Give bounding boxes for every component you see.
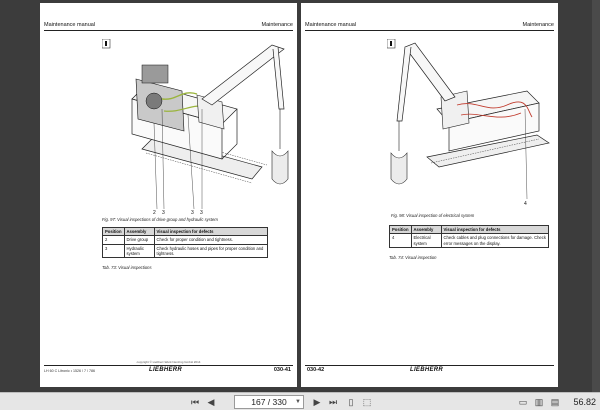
- table-cell: 4: [389, 233, 412, 248]
- page-number: 030-41: [273, 367, 291, 373]
- footer-copyright: copyright © Liebherr-Werk Nenzing GmbH 2…: [136, 360, 201, 364]
- chevron-down-icon: ▼: [295, 399, 301, 405]
- vertical-scrollbar[interactable]: [592, 0, 600, 392]
- viewer-toolbar: ⏮ ◀ 167 / 330 ▼ ▶ ⏭ ▯ ⬚ ▭ ▥ ▤ 56.82: [0, 392, 600, 410]
- table-cell: Check for proper condition and tightness…: [153, 235, 269, 245]
- excavator-drive-group-illustration: 2 3 3 3: [102, 39, 289, 215]
- header-left: Maintenance manual: [44, 22, 96, 28]
- column-header: Position: [389, 224, 412, 235]
- document-viewer[interactable]: Maintenance manual Maintenance: [0, 0, 600, 392]
- table-cell: Check hydraulic hoses and pipes for prop…: [153, 243, 269, 258]
- document-page-right: Maintenance manual Maintenance: [301, 3, 558, 387]
- callout-label: 3: [162, 210, 165, 215]
- prev-page-button[interactable]: ◀: [207, 397, 215, 407]
- page-footer: 030-42 LIEBHERR: [305, 365, 554, 375]
- inspection-table: Position Assembly Visual inspection for …: [102, 226, 269, 258]
- page-header: Maintenance manual Maintenance: [305, 21, 554, 31]
- two-page-view-icon[interactable]: ▥: [534, 397, 544, 407]
- liebherr-logo: LIEBHERR: [410, 367, 444, 373]
- callout-label: 3: [200, 210, 203, 215]
- figure-caption: Fig. 97: Visual inspections of drive gro…: [102, 217, 218, 222]
- table-row: 4 Electrical system Check cables and plu…: [389, 233, 550, 248]
- header-right: Maintenance: [261, 22, 294, 28]
- page-number-input[interactable]: 167 / 330 ▼: [234, 395, 304, 409]
- header-left: Maintenance manual: [305, 22, 357, 28]
- zoom-level[interactable]: 56.82: [573, 397, 596, 407]
- table-header-row: Position Assembly Visual inspection for …: [102, 226, 269, 237]
- inspection-table: Position Assembly Visual inspection for …: [389, 224, 550, 248]
- first-page-button[interactable]: ⏮: [190, 397, 200, 407]
- column-header: Assembly: [123, 226, 155, 237]
- page-number: 030-42: [307, 367, 325, 373]
- table-cell: Check cables and plug connections for da…: [440, 233, 550, 248]
- table-cell: Hydraulic system: [123, 243, 155, 258]
- page-indicator: 167 / 330: [251, 397, 287, 407]
- single-page-view-icon[interactable]: ▭: [518, 397, 528, 407]
- table-cell: 3: [102, 243, 125, 258]
- header-right: Maintenance: [522, 22, 555, 28]
- column-header: Visual inspection for defects: [153, 226, 269, 237]
- callout-label: 2: [153, 210, 156, 215]
- column-header: Assembly: [410, 224, 442, 235]
- column-header: Position: [102, 226, 125, 237]
- page-layout-icon[interactable]: ▯: [348, 397, 354, 407]
- excavator-electrical-illustration: 4: [387, 39, 550, 207]
- table-caption: Tab. 73: Visual inspections: [102, 265, 152, 270]
- table-row: 2 Drive group Check for proper condition…: [102, 235, 269, 245]
- fit-page-icon[interactable]: ⬚: [362, 397, 372, 407]
- table-caption: Tab. 74: Visual inspection: [389, 255, 437, 260]
- document-page-left: Maintenance manual Maintenance: [40, 3, 297, 387]
- scroll-view-icon[interactable]: ▤: [550, 397, 560, 407]
- table-cell: Electrical system: [410, 233, 442, 248]
- column-header: Visual inspection for defects: [440, 224, 550, 235]
- figure-caption: Fig. 98: Visual inspection of electrical…: [391, 213, 475, 218]
- last-page-button[interactable]: ⏭: [328, 397, 338, 407]
- table-row: 3 Hydraulic system Check hydraulic hoses…: [102, 243, 269, 258]
- page-footer: copyright © Liebherr-Werk Nenzing GmbH 2…: [44, 360, 293, 375]
- footer-doc-id: LH 60 C Litronic • 1526 / 7 / 786: [44, 369, 96, 373]
- table-header-row: Position Assembly Visual inspection for …: [389, 224, 550, 235]
- liebherr-logo: LIEBHERR: [149, 367, 183, 373]
- table-cell: Drive group: [123, 235, 155, 245]
- callout-label: 4: [524, 201, 527, 207]
- callout-label: 3: [191, 210, 194, 215]
- page-header: Maintenance manual Maintenance: [44, 21, 293, 31]
- table-cell: 2: [102, 235, 125, 245]
- next-page-button[interactable]: ▶: [313, 397, 321, 407]
